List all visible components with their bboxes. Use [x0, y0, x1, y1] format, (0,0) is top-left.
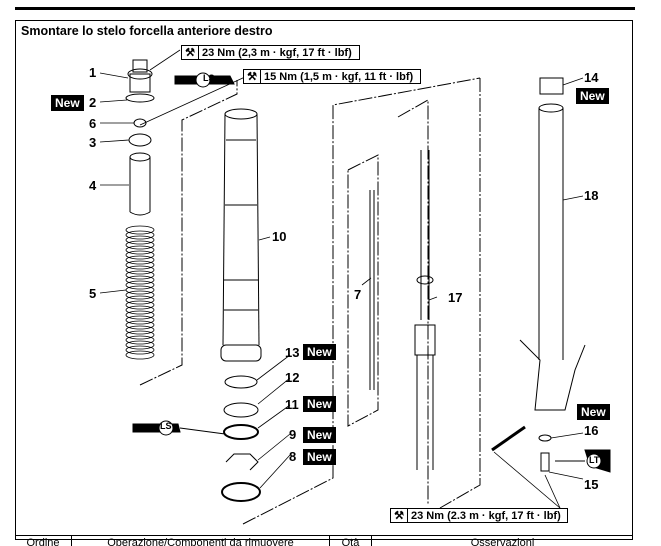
spring-coil: [125, 275, 155, 285]
spring-coil: [125, 245, 155, 255]
torque-wrench-icon: ⚒: [182, 46, 199, 59]
spring-coil: [125, 315, 155, 325]
spring-coil: [125, 290, 155, 300]
part-number-3: 3: [89, 135, 97, 150]
leaders: [99, 49, 584, 509]
part-number-7: 7: [354, 287, 362, 302]
part-number-11: 11: [285, 397, 299, 412]
col-header-order: Ordine: [15, 536, 72, 546]
new-badge-14: New: [576, 88, 609, 104]
spring-coil: [125, 255, 155, 265]
spring-coil: [125, 350, 155, 360]
ls-applicator-icon-2: [132, 420, 226, 436]
spring-coil: [125, 250, 155, 260]
lt-label: LT: [589, 455, 600, 465]
part-number-8: 8: [289, 449, 297, 464]
part-number-4: 4: [89, 178, 97, 193]
fork-spring: [125, 225, 155, 360]
damper-rod: [414, 150, 436, 470]
spring-coil: [125, 260, 155, 270]
part-number-9: 9: [289, 427, 297, 442]
spring-coil: [125, 340, 155, 350]
part-number-17: 17: [448, 290, 463, 305]
spring-coil: [125, 320, 155, 330]
lt-applicator-icon: [555, 449, 611, 473]
new-badge-13: New: [303, 344, 336, 360]
torque-spec-3: ⚒ 23 Nm (2.3 m · kgf, 17 ft · lbf): [390, 508, 568, 523]
washer: [128, 133, 152, 147]
part-number-14: 14: [584, 70, 599, 85]
slide-bushing: [224, 375, 258, 389]
spring-coil: [125, 335, 155, 345]
spring-coil: [125, 230, 155, 240]
assembly-lines: [139, 77, 481, 525]
spring-coil: [125, 295, 155, 305]
dust-seal: [221, 482, 261, 502]
spring-coil: [125, 285, 155, 295]
spring-coil: [125, 240, 155, 250]
col-header-operation: Operazione/Componenti da rimuovere: [72, 536, 330, 546]
washer-16: [538, 434, 552, 442]
ls-applicator-icon-1: [174, 72, 235, 88]
spring-coil: [125, 280, 155, 290]
part-number-6: 6: [89, 116, 97, 131]
torque-spec-2: ⚒ 15 Nm (1,5 m · kgf, 11 ft · lbf): [243, 69, 421, 84]
new-badge-11: New: [303, 396, 336, 412]
new-badge-2: New: [51, 95, 84, 111]
new-badge-8: New: [303, 449, 336, 465]
part-number-10: 10: [272, 229, 287, 244]
spring-coil: [125, 265, 155, 275]
col-header-qty: Qtà: [330, 536, 372, 546]
torque-wrench-icon: ⚒: [244, 70, 261, 83]
top-rule: [15, 7, 635, 10]
spring-coil: [125, 345, 155, 355]
part-number-15: 15: [584, 477, 599, 492]
new-badge-16: New: [577, 404, 610, 420]
fork-cap-bolt: [127, 59, 153, 93]
bolt-15: [540, 452, 550, 472]
part-number-2: 2: [89, 95, 97, 110]
part-number-13: 13: [285, 345, 300, 360]
part-number-5: 5: [89, 286, 97, 301]
spring-coil: [125, 270, 155, 280]
o-ring: [125, 93, 155, 103]
bushing-14: [539, 77, 564, 95]
inner-tube: [519, 103, 586, 411]
outer-tube: [220, 108, 262, 362]
diagram-frame: [15, 20, 633, 540]
page-title: Smontare lo stelo forcella anteriore des…: [21, 24, 273, 38]
clip: [225, 453, 259, 471]
col-header-notes: Osservazioni: [470, 537, 535, 546]
spring-coil: [125, 305, 155, 315]
table-header-row: Ordine Operazione/Componenti da rimuover…: [15, 535, 633, 546]
spring-coil: [125, 310, 155, 320]
new-badge-9: New: [303, 427, 336, 443]
spring-coil: [125, 225, 155, 235]
torque-spec-1: ⚒ 23 Nm (2,3 m · kgf, 17 ft · lbf): [181, 45, 360, 60]
bolt: [491, 425, 526, 452]
ls-label-2: LS: [160, 421, 172, 431]
spacer: [129, 152, 151, 216]
oil-seal: [223, 424, 259, 440]
spring-coil: [125, 235, 155, 245]
part-number-16: 16: [584, 423, 599, 438]
ls-label-1: LS: [203, 73, 215, 83]
part-number-1: 1: [89, 65, 97, 80]
spring-coil: [125, 325, 155, 335]
washer-12: [223, 402, 259, 418]
part-number-18: 18: [584, 188, 599, 203]
spring-coil: [125, 300, 155, 310]
part-number-12: 12: [285, 370, 300, 385]
spring-coil: [125, 330, 155, 340]
torque-wrench-icon: ⚒: [391, 509, 408, 522]
